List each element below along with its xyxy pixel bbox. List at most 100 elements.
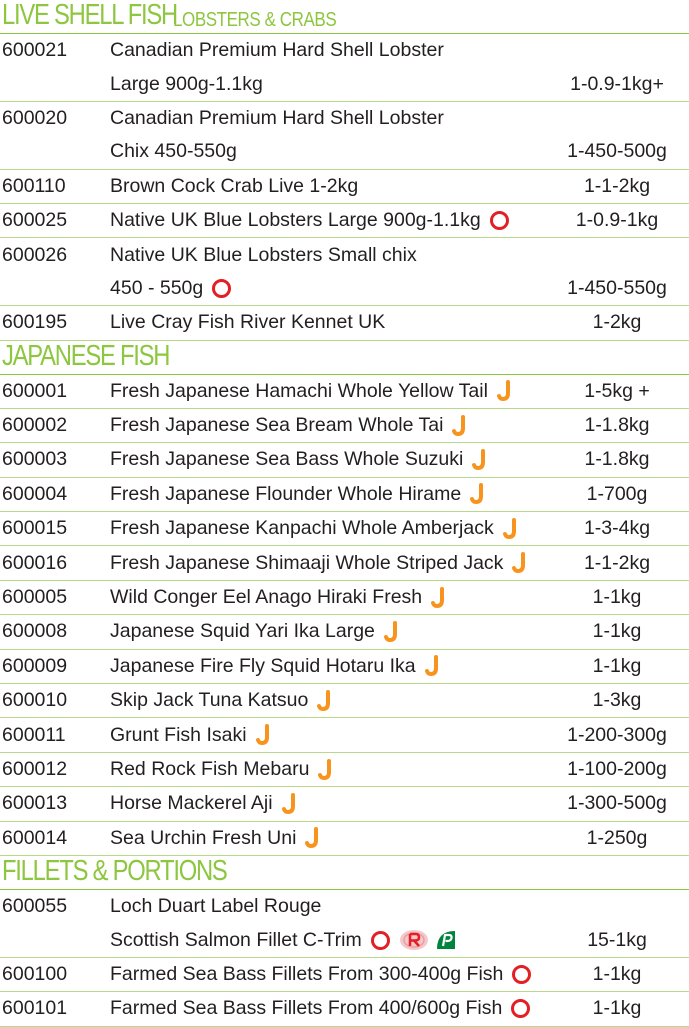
product-description-line: Canadian Premium Hard Shell Lobster <box>110 107 545 130</box>
product-description-text: Fresh Japanese Shimaaji Whole Striped Ja… <box>110 551 504 574</box>
product-description-text: Large 900g-1.1kg <box>110 72 263 95</box>
orange-hook-icon <box>496 380 513 402</box>
product-description-line: Native UK Blue Lobsters Large 900g-1.1kg <box>110 209 545 232</box>
green-p-icon <box>435 929 457 951</box>
product-description-text: Fresh Japanese Kanpachi Whole Amberjack <box>110 517 494 540</box>
product-weight: 1-200-300g <box>567 723 667 746</box>
orange-hook-icon <box>383 620 400 643</box>
product-description-line: Skip Jack Tuna Katsuo <box>110 689 545 712</box>
product-description-text: Fresh Japanese Sea Bream Whole Tai <box>110 414 444 437</box>
product-description-line: Wild Conger Eel Anago Hiraki Fresh <box>110 586 545 609</box>
product-row: 600101 Farmed Sea Bass Fillets From 400/6… <box>0 992 689 1027</box>
orange-hook-icon <box>281 792 298 815</box>
product-code: 600015 <box>2 517 68 540</box>
section-title-main: FILLETS & PORTIONS <box>2 854 228 887</box>
product-description-text: 450 - 550g <box>110 276 204 299</box>
product-description-text: Canadian Premium Hard Shell Lobster <box>110 39 444 62</box>
product-description-text: Chix 450-550g <box>110 140 237 163</box>
product-row: 600015 Fresh Japanese Kanpachi Whole Ambe… <box>0 512 689 547</box>
section-title-main: JAPANESE FISH <box>2 339 170 372</box>
product-description-text: Japanese Squid Yari Ika Large <box>110 620 375 643</box>
orange-hook-icon <box>470 483 486 505</box>
product-code: 600005 <box>2 586 68 609</box>
product-description-line: Live Cray Fish River Kennet UK <box>110 311 545 334</box>
product-weight: 1-1-2kg <box>583 551 651 574</box>
product-description-text: Grunt Fish Isaki <box>110 723 247 746</box>
product-weight: 1-2kg <box>592 311 642 334</box>
product-description-text: Fresh Japanese Sea Bass Whole Suzuki <box>110 448 464 471</box>
product-description-line: Fresh Japanese Kanpachi Whole Amberjack <box>110 517 545 540</box>
product-row: 600005 Wild Conger Eel Anago Hiraki Fresh… <box>0 581 689 616</box>
product-weight: 1-5kg + <box>584 379 650 402</box>
product-code: 600008 <box>2 620 68 643</box>
product-row: 600020 Canadian Premium Hard Shell Lobste… <box>0 102 689 170</box>
product-row: 600009 Japanese Fire Fly Squid Hotaru Ika… <box>0 650 689 685</box>
product-description-text: Fresh Japanese Flounder Whole Hirame <box>110 482 462 505</box>
product-weight: 1-1kg <box>592 962 642 985</box>
product-weight: 1-450-550g <box>567 276 667 299</box>
product-description-text: Fresh Japanese Hamachi Whole Yellow Tail <box>110 379 488 402</box>
product-description-line: Native UK Blue Lobsters Small chix <box>110 244 545 267</box>
product-description-line: Red Rock Fish Mebaru <box>110 758 545 781</box>
product-code: 600101 <box>2 997 68 1020</box>
product-code: 600014 <box>2 826 68 849</box>
product-code: 600013 <box>2 792 68 815</box>
orange-hook-icon <box>424 655 441 677</box>
product-code: 600020 <box>2 106 68 129</box>
product-description-text: Farmed Sea Bass Fillets From 400/600g Fi… <box>110 997 503 1020</box>
product-description-line: Chix 450-550g <box>110 140 545 163</box>
product-description-text: Red Rock Fish Mebaru <box>110 758 310 780</box>
product-code: 600026 <box>2 243 68 266</box>
product-weight: 15-1kg <box>587 928 647 951</box>
product-weight: 1-700g <box>586 482 648 505</box>
product-weight: 1-1kg <box>592 654 642 677</box>
product-description-line: Fresh Japanese Sea Bass Whole Suzuki <box>110 448 545 471</box>
red-ring-icon <box>511 999 531 1019</box>
product-weight: 1-0.9-1kg <box>575 209 659 232</box>
orange-hook-icon <box>452 414 468 437</box>
product-weight: 1-3kg <box>592 689 642 712</box>
product-description-text: Loch Duart Label Rouge <box>110 895 322 918</box>
product-description-line: Fresh Japanese Hamachi Whole Yellow Tail <box>110 380 545 403</box>
section-title: JAPANESE FISH <box>0 339 689 375</box>
label-rouge-icon <box>399 929 429 951</box>
product-description-text: Farmed Sea Bass Fillets From 300-400g Fi… <box>110 962 504 985</box>
orange-hook-icon <box>512 552 528 574</box>
product-description-line: Large 900g-1.1kg <box>110 73 545 96</box>
product-description-line: Farmed Sea Bass Fillets From 400/600g Fi… <box>110 997 545 1020</box>
product-description-line: 450 - 550g <box>110 277 545 300</box>
section-title-main: LIVE SHELL FISH <box>2 0 178 31</box>
section-subtitle: LOBSTERS & CRABS <box>173 9 337 31</box>
product-code: 600021 <box>2 39 68 62</box>
product-code: 600025 <box>2 209 68 232</box>
orange-hook-icon <box>502 517 519 540</box>
product-description-line: Fresh Japanese Sea Bream Whole Tai <box>110 414 545 437</box>
orange-hook-icon <box>255 724 272 746</box>
product-description-text: Native UK Blue Lobsters Small chix <box>110 243 417 266</box>
orange-hook-icon <box>318 758 334 781</box>
product-weight: 1-0.9-1kg+ <box>570 72 664 95</box>
product-weight: 1-250g <box>586 826 648 849</box>
product-description-line: Fresh Japanese Shimaaji Whole Striped Ja… <box>110 552 545 575</box>
orange-hook-icon <box>472 448 488 471</box>
product-description-text: Japanese Fire Fly Squid Hotaru Ika <box>110 654 416 677</box>
section-title: FILLETS & PORTIONS <box>0 854 689 890</box>
product-description-line: Fresh Japanese Flounder Whole Hirame <box>110 483 545 506</box>
product-description-text: Live Cray Fish River Kennet UK <box>110 311 386 334</box>
product-code: 600009 <box>2 654 68 677</box>
product-row: 600025 Native UK Blue Lobsters Large 900g… <box>0 204 689 239</box>
product-code: 600010 <box>2 689 68 712</box>
product-weight: 1-1kg <box>592 620 642 643</box>
product-description-line: Canadian Premium Hard Shell Lobster <box>110 39 545 62</box>
product-weight: 1-1kg <box>592 586 642 609</box>
product-weight: 1-100-200g <box>567 758 667 780</box>
product-weight: 1-300-500g <box>567 792 667 815</box>
